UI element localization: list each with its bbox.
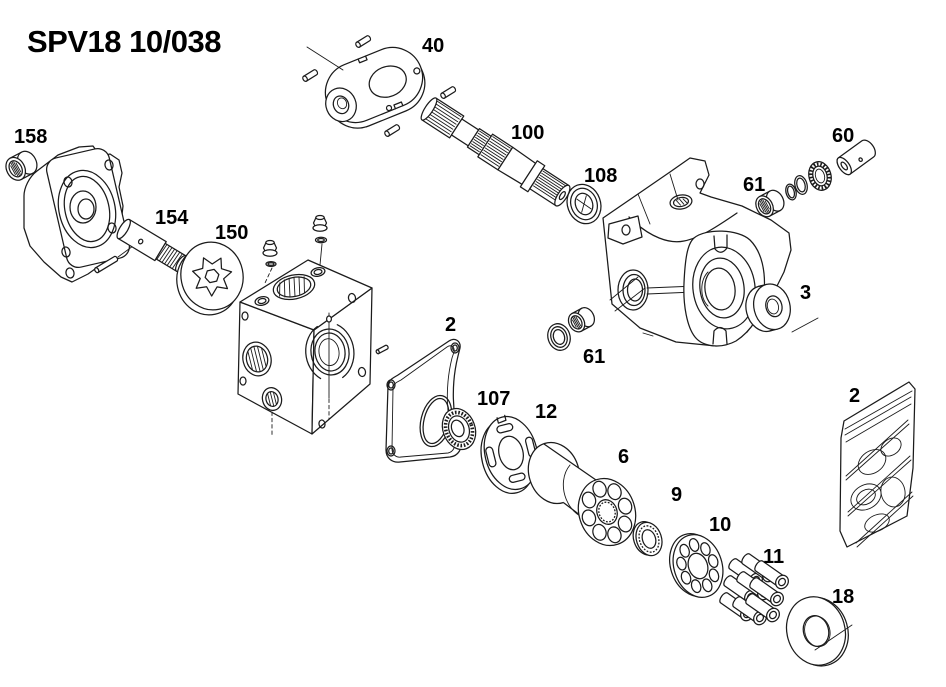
callout-40: 40 — [422, 35, 444, 57]
dowel-pin-40-2 — [302, 69, 319, 82]
needle-bushing-61-lower-drawing — [567, 307, 596, 333]
leader-line-40 — [306, 46, 344, 71]
valve-block-front-bore — [305, 324, 355, 380]
retainer-plate-10-drawing — [669, 533, 724, 598]
valve-block-top-port — [272, 273, 316, 301]
leader-line-3 — [791, 317, 819, 333]
roller-bearing-107-drawing — [441, 407, 477, 451]
pin-60-group-drawing — [785, 139, 876, 201]
callout-61-lower: 61 — [583, 346, 605, 368]
seal-washer-3-drawing — [745, 283, 819, 333]
valve-block-top-hole-right — [310, 267, 326, 277]
ribbed-seal — [808, 161, 832, 191]
dowel-pin-block-drawing — [375, 344, 389, 355]
cover-40-drawing — [302, 35, 457, 137]
dowel-pin-154-drawing — [94, 255, 119, 274]
leader-line-154 — [117, 245, 134, 258]
piston-set-11-drawing — [719, 553, 789, 626]
housing-ear — [607, 215, 643, 245]
seal-kit-bag-2-drawing — [839, 381, 916, 548]
drive-shaft-100-drawing — [420, 97, 571, 207]
dowel-pin-40-1 — [355, 35, 372, 48]
housing-top-port — [669, 194, 693, 210]
callout-12: 12 — [535, 401, 557, 423]
dowel-pin-40-4 — [440, 86, 457, 99]
callout-18: 18 — [832, 586, 854, 608]
callout-158: 158 — [14, 126, 47, 148]
thrust-plate-18-drawing — [785, 596, 853, 667]
callout-61-upper: 61 — [743, 174, 765, 196]
seal-ring-61-lower-drawing — [547, 323, 571, 351]
o-ring-small-1 — [785, 183, 797, 201]
valve-block-drawing — [237, 214, 373, 437]
valve-block-lower-port — [261, 386, 283, 412]
o-ring-small-2 — [794, 175, 808, 195]
valve-block-top-hole-left — [254, 296, 270, 306]
housing-front-flange — [683, 230, 766, 347]
hex-plug-right — [312, 214, 328, 266]
hex-plug-left — [262, 239, 278, 284]
callout-2-gasket: 2 — [445, 314, 456, 336]
callout-2-bag: 2 — [849, 385, 860, 407]
needle-bushing-61-upper-drawing — [755, 189, 785, 218]
page-title: SPV18 10/038 — [27, 24, 221, 59]
shaft-seal-108-drawing — [566, 183, 602, 225]
spline-washer-9-drawing — [632, 521, 663, 557]
front-housing-drawing — [602, 157, 792, 347]
leader-line-18 — [814, 624, 853, 651]
callout-9: 9 — [671, 484, 682, 506]
dowel-pin-40-3 — [384, 124, 401, 137]
callout-6: 6 — [618, 446, 629, 468]
pin-60 — [836, 139, 876, 176]
end-cap-housing-drawing — [23, 145, 131, 283]
callout-10: 10 — [709, 514, 731, 536]
lug-hole — [695, 178, 705, 190]
valve-block-side-port — [242, 341, 272, 377]
needle-bearing-158-drawing — [5, 150, 38, 181]
callout-3: 3 — [800, 282, 811, 304]
valve-plate-12-drawing — [480, 414, 539, 494]
callout-60: 60 — [832, 125, 854, 147]
callout-150: 150 — [215, 222, 248, 244]
callout-11: 11 — [763, 546, 784, 568]
callout-107: 107 — [477, 388, 510, 410]
callout-108: 108 — [584, 165, 617, 187]
cylinder-block-6-drawing — [527, 441, 637, 547]
callout-100: 100 — [511, 122, 544, 144]
callout-154: 154 — [155, 207, 189, 229]
gerotor-150-drawing — [176, 241, 244, 316]
